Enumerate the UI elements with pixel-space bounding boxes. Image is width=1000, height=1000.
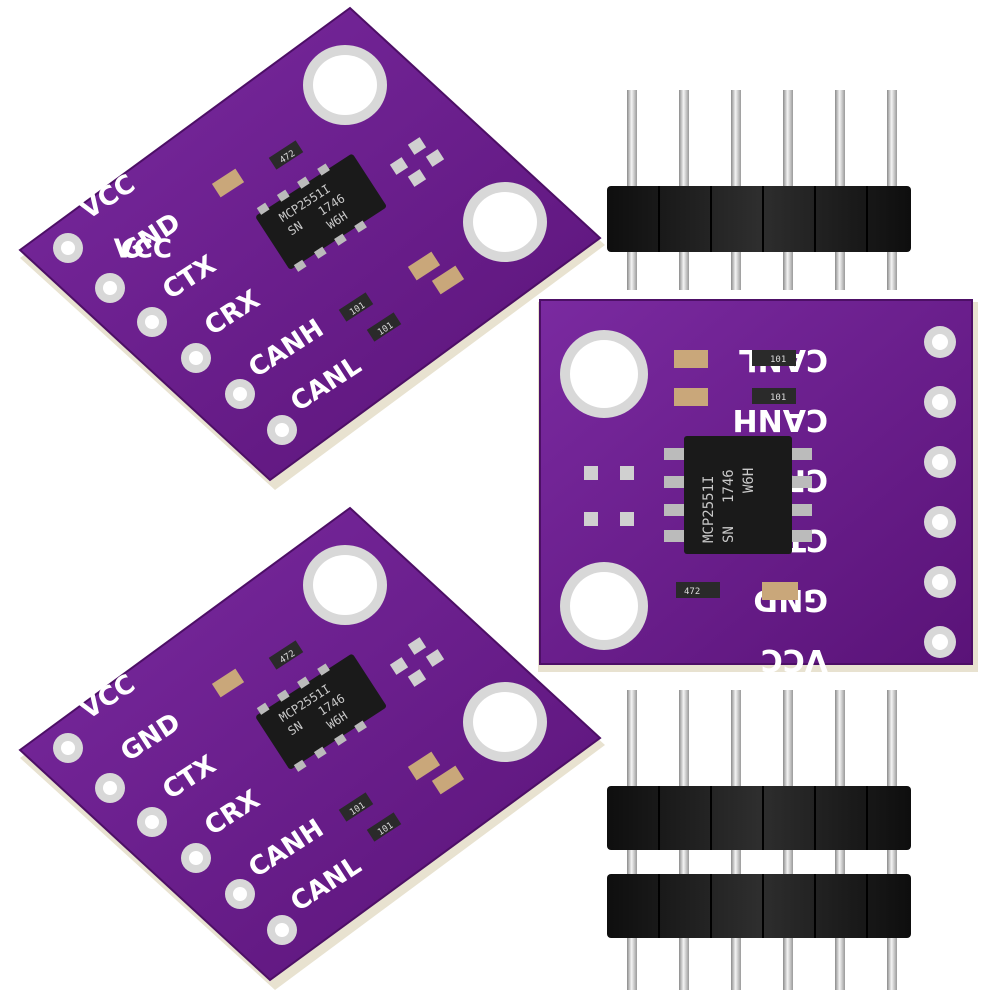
- pin-label-vcc: VCC: [114, 235, 172, 265]
- pin-header-strip: [607, 690, 911, 990]
- chip-marking: SN: [285, 719, 305, 739]
- resistor-marking: 472: [684, 587, 700, 597]
- transceiver-chip: MCP2551I SN 1746 W6H: [664, 436, 812, 554]
- resistor-marking: 101: [770, 393, 786, 403]
- smd-components: 101 101 472: [211, 137, 465, 342]
- pin-pads: [924, 326, 956, 658]
- smd-components: 101 101 472: [584, 350, 798, 600]
- pin-label-vcc: VCC: [761, 642, 828, 677]
- pin-label-canh: CANH: [733, 402, 828, 437]
- resistor-marking: 101: [770, 355, 786, 365]
- can-board-top-left: VCC VCC GND CTX CRX CANH CANL MCP2551I S…: [18, 6, 605, 490]
- pin-pads: [53, 233, 297, 445]
- chip-marking: SN: [285, 219, 305, 239]
- can-board-right: CANL CANH CRX CTX GND VCC MCP2551I SN 17…: [538, 299, 978, 677]
- chip-marking: W6H: [741, 468, 757, 493]
- pin-header-strip: [607, 90, 911, 290]
- chip-marking: 1746: [721, 469, 737, 503]
- transceiver-chip: MCP2551I SN 1746 W6H: [256, 154, 387, 272]
- can-board-bottom-left: VCC GND CTX CRX CANH CANL MCP2551I SN 17…: [18, 506, 605, 990]
- pin-pads: [53, 733, 297, 945]
- chip-marking: SN: [721, 526, 737, 543]
- transceiver-chip: MCP2551I SN 1746 W6H: [256, 654, 387, 772]
- chip-marking: MCP2551I: [701, 476, 717, 543]
